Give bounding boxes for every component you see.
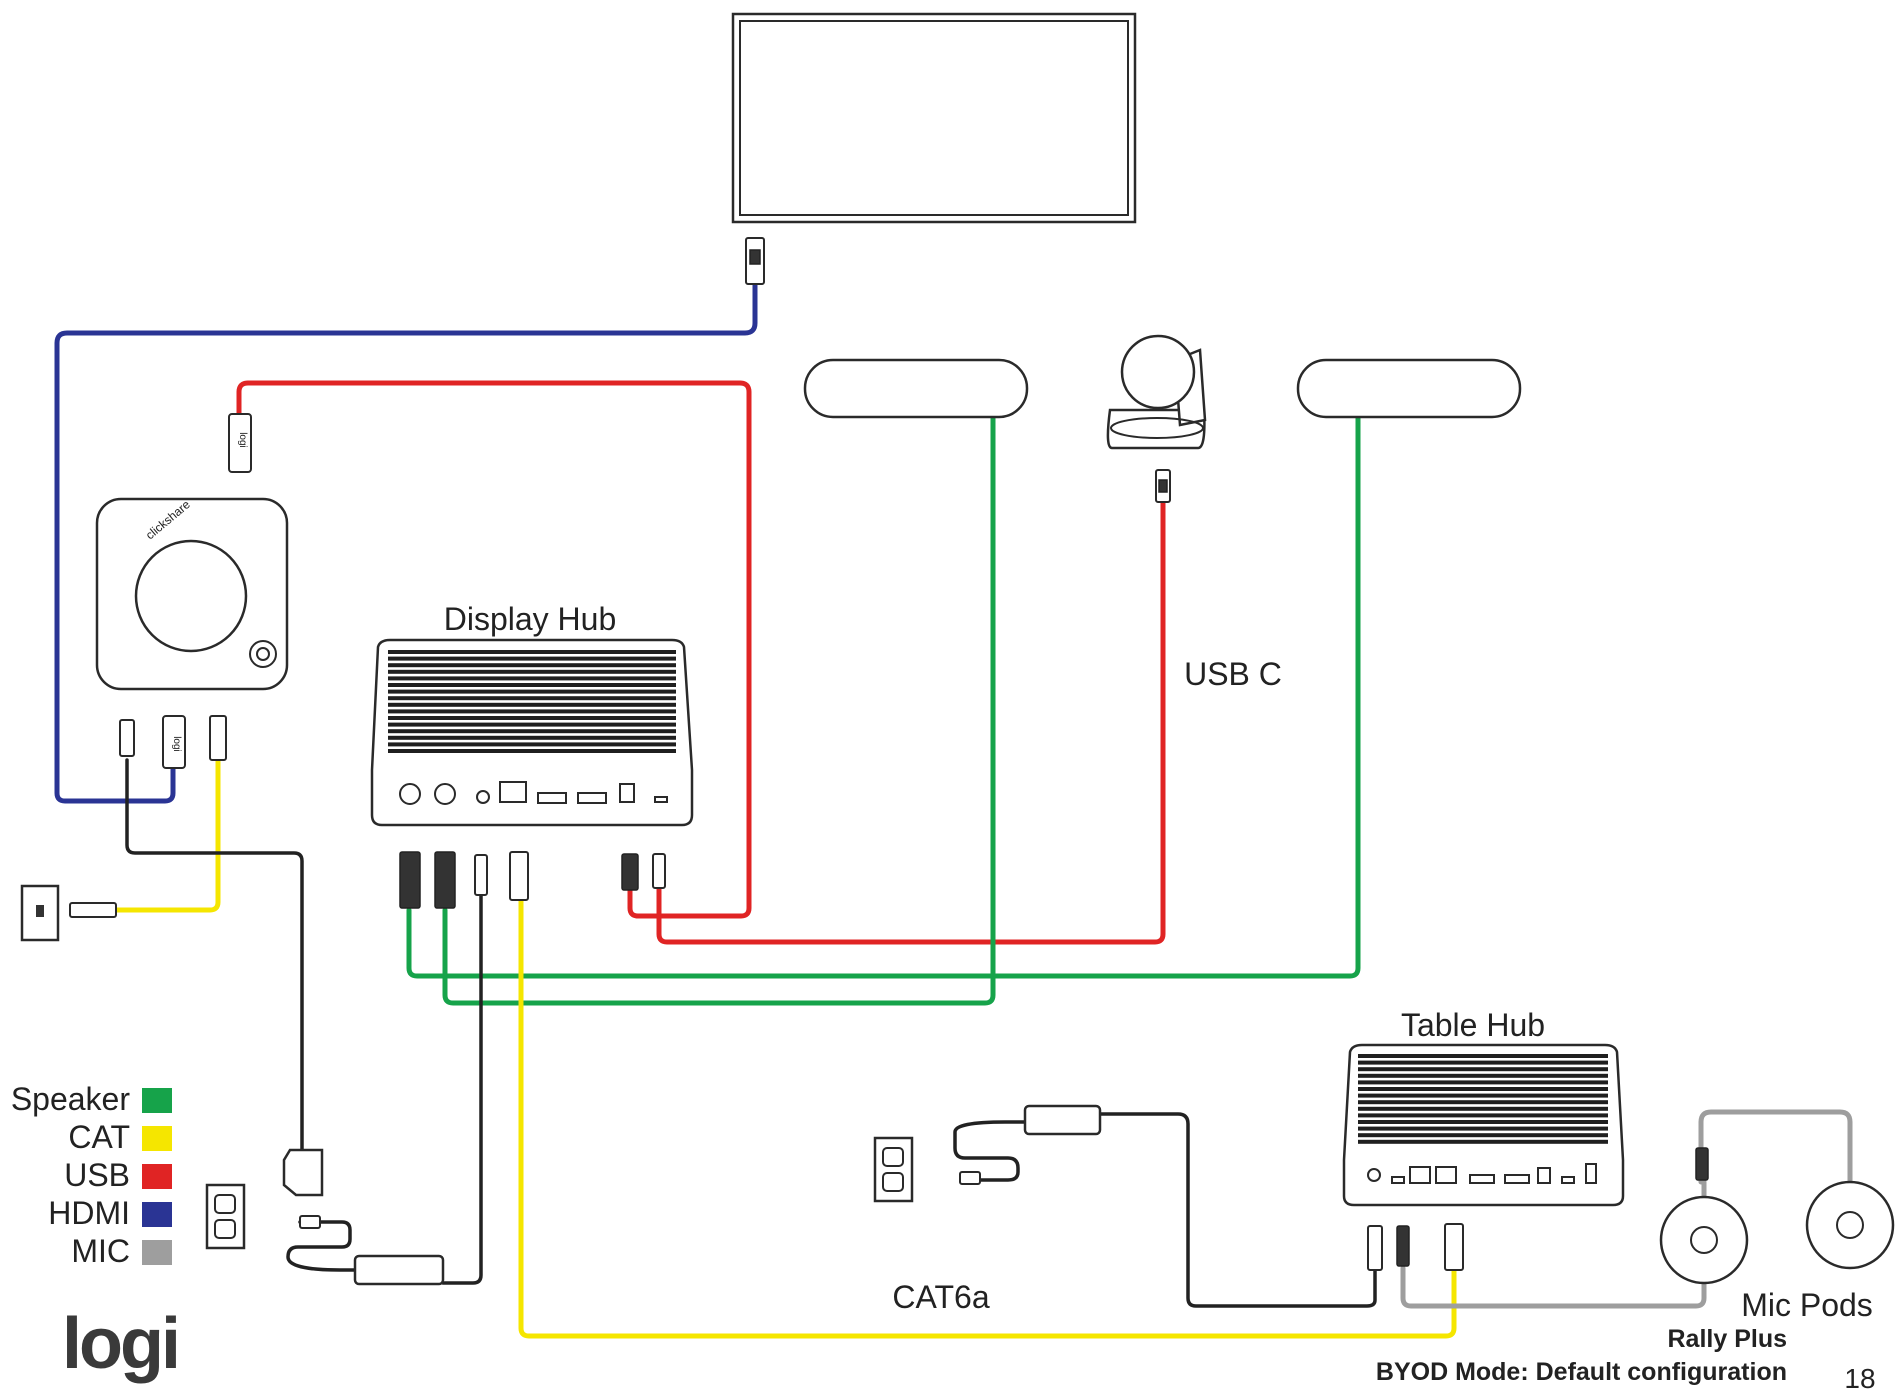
power-cable-table-hub — [1098, 1112, 1377, 1308]
power-adapter-icon — [959, 1104, 1102, 1185]
hub-vent — [388, 683, 676, 687]
product-name: Rally Plus — [1668, 1325, 1788, 1353]
mic-pod-icon — [1805, 1180, 1895, 1270]
hub-vent — [388, 729, 676, 734]
hub-vent — [388, 716, 676, 720]
hub-vent — [388, 735, 676, 740]
power-cable-display-hub — [441, 893, 483, 1285]
cat6a-cable — [518, 897, 1457, 1339]
usb-cable-dongle — [236, 380, 752, 919]
legend-swatch — [142, 1202, 172, 1227]
cat6a-label: CAT6a — [892, 1279, 989, 1315]
hub-vent — [1358, 1100, 1608, 1105]
hub-vent — [1358, 1067, 1608, 1072]
hub-vent — [1358, 1054, 1608, 1058]
dongle-brand-text-top: logi — [237, 432, 248, 448]
speaker-icon — [1296, 358, 1522, 419]
hub-vent — [1358, 1087, 1608, 1091]
legend-label: USB — [64, 1157, 130, 1193]
ethernet-jack-icon — [20, 884, 117, 942]
hdmi-cable — [54, 282, 758, 804]
camera-icon — [1106, 334, 1207, 503]
hub-icon — [1342, 1043, 1625, 1271]
legend-label: CAT — [68, 1119, 130, 1155]
hub-vent — [388, 722, 676, 727]
speaker-icon — [803, 358, 1029, 419]
hub-vent — [388, 689, 676, 694]
mic-cable-pod-link — [1698, 1109, 1853, 1199]
speaker-cable-left — [442, 412, 996, 1006]
hub-vent — [1358, 1139, 1608, 1144]
cat-cable-network — [114, 757, 221, 913]
logo-icon: logi — [62, 1304, 178, 1384]
hub-vent — [388, 742, 676, 747]
table-hub-label: Table Hub — [1401, 1007, 1545, 1043]
hub-vent — [1358, 1080, 1608, 1085]
display-hub-label: Display Hub — [444, 601, 617, 637]
hub-vent — [1358, 1126, 1608, 1131]
hub-vent — [388, 650, 676, 654]
wall-outlet-icon — [873, 1136, 914, 1203]
hub-vent — [1358, 1060, 1608, 1065]
hub-vent — [388, 709, 676, 714]
clickshare-icon: clickshare logi logi — [95, 413, 289, 769]
hub-vent — [1358, 1120, 1608, 1124]
power-adapter-icon — [282, 1148, 445, 1286]
dongle-brand-text: logi — [171, 736, 182, 752]
power-cable-display-hub-ac — [286, 1220, 357, 1272]
legend-swatch — [142, 1164, 172, 1189]
usb-c-label: USB C — [1184, 656, 1282, 692]
hub-vent — [388, 696, 676, 701]
mic-pod-icon — [1659, 1195, 1749, 1285]
hub-vent — [388, 663, 676, 668]
wall-outlet-icon — [205, 1183, 246, 1250]
cables — [54, 282, 1853, 1339]
hub-vent — [1358, 1073, 1608, 1078]
legend-label: MIC — [71, 1233, 130, 1269]
hub-vent — [388, 702, 676, 707]
usb-c-cable-camera — [656, 499, 1166, 945]
hub-vent — [388, 676, 676, 681]
display-icon — [731, 12, 1137, 285]
configuration-title: BYOD Mode: Default configuration — [1376, 1358, 1787, 1386]
legend-swatch — [142, 1240, 172, 1265]
power-cable-table-hub-ac — [953, 1120, 1027, 1182]
mic-pods-label: Mic Pods — [1741, 1287, 1873, 1323]
legend-swatch — [142, 1088, 172, 1113]
power-cable-clickshare — [125, 758, 304, 1152]
legend-label: Speaker — [11, 1081, 131, 1117]
legend-label: HDMI — [48, 1195, 130, 1231]
hub-vent — [388, 656, 676, 661]
speaker-cable-right — [406, 412, 1361, 979]
hub-vent — [1358, 1113, 1608, 1118]
legend-swatch — [142, 1126, 172, 1151]
hub-vent — [1358, 1133, 1608, 1138]
hub-icon — [370, 638, 694, 909]
hub-vent — [388, 669, 676, 674]
hub-vent — [1358, 1106, 1608, 1111]
page-number: 18 — [1844, 1363, 1875, 1394]
mic-cable-table-hub — [1400, 1265, 1707, 1309]
hub-vent — [1358, 1093, 1608, 1098]
hub-vent — [388, 749, 676, 753]
